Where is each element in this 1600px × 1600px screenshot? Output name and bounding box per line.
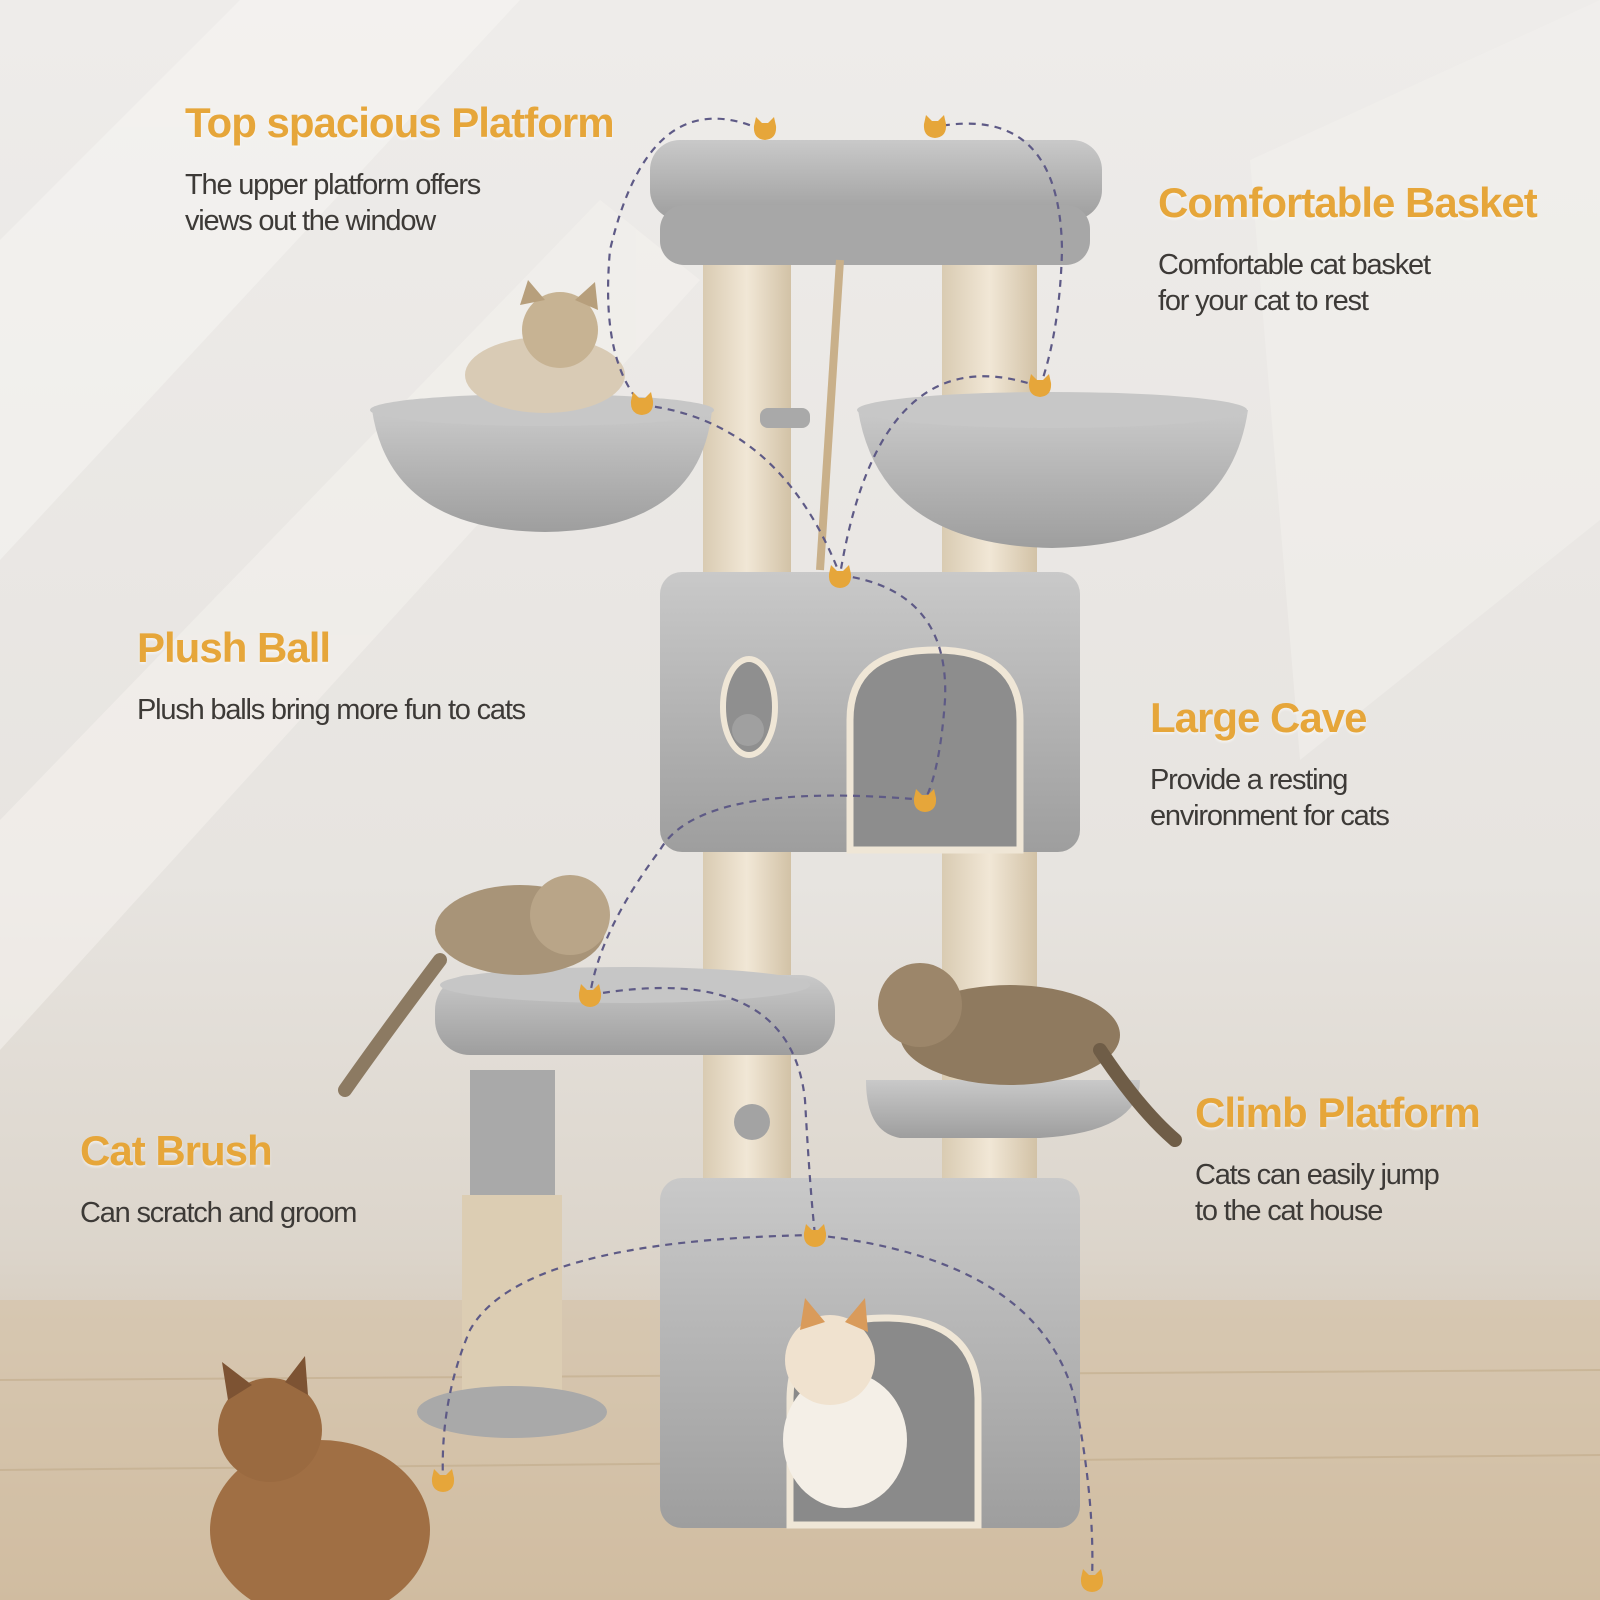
left-basket bbox=[370, 394, 810, 532]
feature-description: Provide a resting environment for cats bbox=[1150, 764, 1390, 832]
feature-large-cave: Large Cave Provide a resting environment… bbox=[1150, 694, 1390, 834]
feature-description: Plush balls bring more fun to cats bbox=[137, 694, 526, 727]
cat-floor bbox=[210, 1356, 430, 1600]
right-basket bbox=[857, 392, 1248, 548]
upper-cave bbox=[660, 572, 1080, 854]
cat-head-marker-icon bbox=[630, 392, 654, 415]
feature-top-platform: Top spacious Platform The upper platform… bbox=[185, 99, 615, 239]
feature-title: Top spacious Platform bbox=[185, 99, 615, 146]
feature-title: Climb Platform bbox=[1195, 1089, 1481, 1136]
feature-cat-brush: Cat Brush Can scratch and groom bbox=[80, 1127, 357, 1232]
feature-comfortable-basket: Comfortable Basket Comfortable cat baske… bbox=[1158, 179, 1538, 319]
feature-title: Comfortable Basket bbox=[1158, 179, 1538, 226]
brush-base bbox=[417, 1386, 607, 1438]
left-round-platform bbox=[435, 967, 835, 1055]
feature-description: Comfortable cat basket for your cat to r… bbox=[1158, 249, 1431, 317]
cat-top-left bbox=[465, 280, 625, 413]
cat-head-marker-icon bbox=[753, 117, 777, 140]
cat-middle-left bbox=[338, 875, 610, 1097]
feature-description: Cats can easily jump to the cat house bbox=[1195, 1159, 1440, 1227]
cat-climbing bbox=[878, 963, 1182, 1147]
feature-plush-ball: Plush Ball Plush balls bring more fun to… bbox=[137, 624, 526, 729]
feature-climb-platform: Climb Platform Cats can easily jump to t… bbox=[1195, 1089, 1481, 1229]
cat-in-cave bbox=[783, 1298, 907, 1508]
feature-description: The upper platform offers views out the … bbox=[185, 169, 481, 237]
dashed-guide-lines bbox=[441, 117, 1094, 1581]
top-platform bbox=[650, 140, 1102, 571]
cat-head-marker-icon bbox=[1028, 374, 1052, 397]
feature-title: Plush Ball bbox=[137, 624, 331, 671]
plush-ball bbox=[734, 1104, 770, 1140]
cat-head-marker-icon bbox=[923, 115, 947, 138]
feature-title: Cat Brush bbox=[80, 1127, 273, 1174]
feature-title: Large Cave bbox=[1150, 694, 1367, 741]
feature-description: Can scratch and groom bbox=[80, 1197, 357, 1230]
climb-platform bbox=[866, 1080, 1140, 1138]
